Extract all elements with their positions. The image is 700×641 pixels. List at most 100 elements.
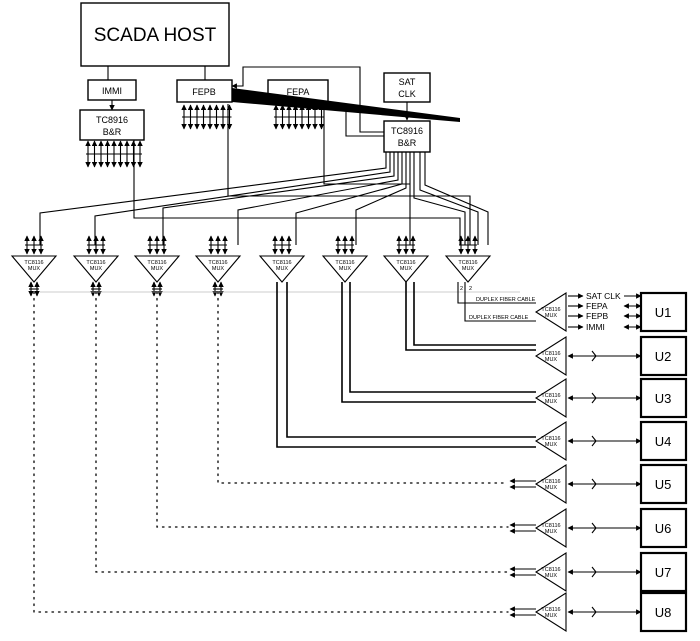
unit-label-u1: U1 [655, 305, 672, 320]
remote-mux-label-line1: TC8116 [541, 307, 560, 313]
tc8916-right-line1: TC8916 [391, 126, 423, 136]
u1-signal-1: SAT CLK [568, 291, 642, 301]
tc8916-left-terminals [85, 140, 143, 168]
unit-label-u3: U3 [655, 391, 672, 406]
u1-signal-label: IMMI [586, 322, 605, 332]
duplex-cable-label-2: DUPLEX FIBER CABLE [469, 315, 529, 321]
tc8916-right-box: TC8916 B&R [383, 120, 431, 153]
top-mux-label-line1: TC8116 [335, 260, 354, 266]
fepb-box: FEPB [176, 79, 233, 103]
tc8916-left-box: TC8916 B&R [79, 109, 145, 141]
fiber-count-1: 2 [460, 286, 463, 292]
remote-mux-label-line2: MUX [545, 613, 558, 619]
top-mux-label-line1: TC8116 [86, 260, 105, 266]
unit-label-u2: U2 [655, 349, 672, 364]
top-mux-label-line2: MUX [90, 266, 103, 272]
u1-signal-2: FEPA [568, 301, 642, 311]
unit-label-u4: U4 [655, 434, 672, 449]
top-mux-8-input-arrows [458, 235, 478, 255]
duplex-fiber-cables: 2 2 DUPLEX FIBER CABLE DUPLEX FIBER CABL… [457, 282, 536, 322]
tc8916-left-line2: B&R [103, 127, 122, 137]
unit-label-u7: U7 [655, 565, 672, 580]
top-mux-label-line1: TC8116 [147, 260, 166, 266]
top-mux-1-output-arrows [28, 281, 40, 297]
top-mux-4-input-arrows [208, 235, 228, 255]
remote-mux-label-line1: TC8116 [541, 436, 560, 442]
remote-mux-label-line1: TC8116 [541, 607, 560, 613]
u1-signal-4: IMMI [568, 322, 642, 332]
top-mux-label-line1: TC8116 [272, 260, 291, 266]
remote-mux-label-line2: MUX [545, 399, 558, 405]
top-mux-label-line2: MUX [400, 266, 413, 272]
tc8916-left-line1: TC8916 [96, 115, 128, 125]
sat-clk-label-line2: CLK [398, 89, 416, 99]
fepa-label: FEPA [287, 87, 310, 97]
fepa-terminal-arrows [273, 104, 325, 130]
top-mux-label-line2: MUX [462, 266, 475, 272]
fiber-routes [276, 282, 536, 448]
sat-clk-box: SAT CLK [383, 72, 431, 103]
u1-signal-label: FEPA [586, 301, 608, 311]
top-mux-5-input-arrows [272, 235, 292, 255]
remote-mux-label-line2: MUX [545, 485, 558, 491]
immi-box: IMMI [87, 79, 137, 101]
remote-mux-label-line1: TC8116 [541, 567, 560, 573]
scada-host-links [107, 66, 206, 80]
remote-mux-label-line1: TC8116 [541, 351, 560, 357]
top-mux-1-input-arrows [24, 235, 44, 255]
unit-label-u5: U5 [655, 477, 672, 492]
scada-host-label: SCADA HOST [94, 25, 217, 46]
fepb-terminals [181, 104, 233, 130]
fepb-to-tc8916-bus [232, 88, 460, 122]
unit-label-u8: U8 [655, 605, 672, 620]
scada-host-box: SCADA HOST [80, 2, 230, 67]
immi-label: IMMI [102, 86, 122, 96]
u1-signal-label: SAT CLK [586, 291, 621, 301]
top-mux-2-input-arrows [86, 235, 106, 255]
u1-signal-3: FEPB [568, 311, 642, 321]
fepb-terminal-arrows [181, 104, 233, 130]
top-mux-label-line2: MUX [276, 266, 289, 272]
fepa-terminals [273, 104, 325, 130]
fepb-label: FEPB [192, 87, 216, 97]
fiber-count-2: 2 [469, 286, 472, 292]
tc8916-fanout-wires [39, 104, 489, 245]
top-mux-3-output-arrows [151, 281, 163, 297]
remote-mux-label-line1: TC8116 [541, 523, 560, 529]
top-mux-label-line1: TC8116 [396, 260, 415, 266]
tc8916-right-line2: B&R [398, 138, 417, 148]
unit-label-u6: U6 [655, 521, 672, 536]
top-mux-3-input-arrows [147, 235, 167, 255]
duplex-cable-label-1: DUPLEX FIBER CABLE [476, 297, 536, 303]
top-mux-label-line1: TC8116 [458, 260, 477, 266]
top-mux-label-line1: TC8116 [24, 260, 43, 266]
sat-clk-label-line1: SAT [399, 77, 416, 87]
top-mux-7-input-arrows [396, 235, 416, 255]
tc8916-left-terminal-arrows [85, 140, 143, 168]
dotted-routes [33, 291, 509, 613]
top-mux-label-line2: MUX [339, 266, 352, 272]
remote-mux-label-line2: MUX [545, 357, 558, 363]
remote-mux-label-line2: MUX [545, 573, 558, 579]
remote-mux-label-line2: MUX [545, 442, 558, 448]
top-mux-label-line1: TC8116 [208, 260, 227, 266]
top-mux-2-output-arrows [90, 281, 102, 297]
remote-mux-label-line2: MUX [545, 529, 558, 535]
remote-mux-label-line2: MUX [545, 313, 558, 319]
top-mux-label-line2: MUX [151, 266, 164, 272]
top-mux-4-output-arrows [212, 281, 224, 297]
